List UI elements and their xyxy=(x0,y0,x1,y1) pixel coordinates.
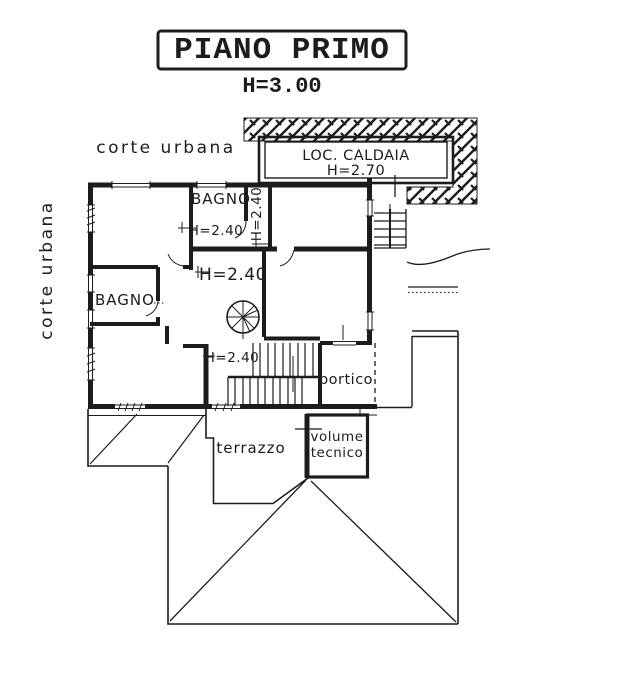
windows xyxy=(86,181,374,412)
site-lines-right xyxy=(406,248,491,293)
bagno-left-label: BAGNO xyxy=(95,291,155,309)
portico-window xyxy=(333,339,356,347)
bagno-top-label: BAGNO xyxy=(191,190,251,208)
height-label-vertical: H=2.40 xyxy=(249,187,265,242)
page-title: PIANO PRIMO xyxy=(174,33,390,68)
boiler-room-block: LOC. CALDAIA H=2.70 xyxy=(243,117,478,205)
hatched-ground xyxy=(243,117,478,205)
terrazzo-label: terrazzo xyxy=(216,439,285,457)
corte-urbana-left-label: corte urbana xyxy=(37,200,57,339)
title-block: PIANO PRIMO H=3.00 xyxy=(156,29,408,99)
volume-tecnico-label-line1: volume xyxy=(310,429,363,445)
volume-tecnico-label-line2: tecnico xyxy=(311,445,364,461)
exterior-stair xyxy=(374,204,407,249)
portico-label: portico xyxy=(319,372,373,388)
terrace-roof-outline xyxy=(87,330,459,625)
floor-height-label: H=3.00 xyxy=(242,74,321,99)
height-label-center: H=2.40 xyxy=(199,265,267,285)
spiral-staircase xyxy=(226,300,260,339)
height-label-top: H=2.40 xyxy=(189,223,244,239)
volume-tecnico-block xyxy=(295,413,370,479)
boiler-room-label: LOC. CALDAIA xyxy=(302,148,409,164)
boiler-room-height-label: H=2.70 xyxy=(327,163,385,179)
boiler-room-box-inner xyxy=(264,141,448,179)
title-box xyxy=(156,29,408,71)
corte-urbana-top-label: corte urbana xyxy=(96,138,235,158)
height-label-lower: H=2.40 xyxy=(205,350,260,366)
door-swings xyxy=(145,220,295,317)
dimension-ticks xyxy=(150,202,268,362)
staircase xyxy=(227,343,321,406)
